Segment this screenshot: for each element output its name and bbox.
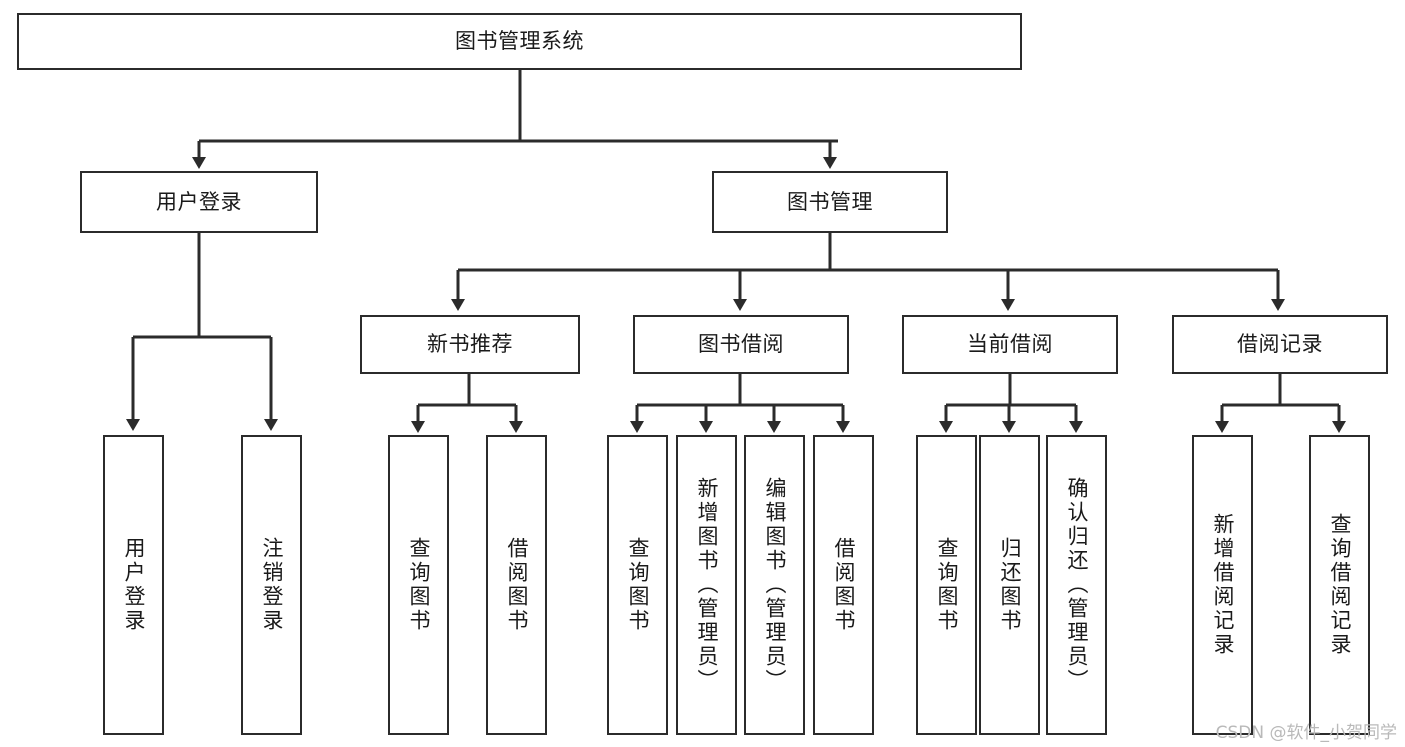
- node-label: 新增借阅记录: [1211, 513, 1235, 657]
- node-leaf-query-book-recommend[interactable]: 查询图书: [388, 435, 449, 735]
- node-leaf-borrow-book-recommend[interactable]: 借阅图书: [486, 435, 547, 735]
- node-leaf-borrow-book[interactable]: 借阅图书: [813, 435, 874, 735]
- node-label: 用户登录: [122, 537, 146, 633]
- watermark-csdn: CSDN @软件_小贺同学: [1215, 723, 1397, 743]
- node-leaf-query-book-borrow[interactable]: 查询图书: [607, 435, 668, 735]
- node-new-book-recommend[interactable]: 新书推荐: [360, 315, 580, 374]
- node-borrow-record[interactable]: 借阅记录: [1172, 315, 1388, 374]
- node-root-library-management-system[interactable]: 图书管理系统: [17, 13, 1022, 70]
- node-label: 图书管理: [787, 189, 873, 214]
- node-leaf-add-borrow-record[interactable]: 新增借阅记录: [1192, 435, 1253, 735]
- node-label: 查询图书: [626, 537, 650, 633]
- node-label: 用户登录: [156, 189, 242, 214]
- node-leaf-add-book-admin[interactable]: 新增图书（管理员）: [676, 435, 737, 735]
- node-label: 查询借阅记录: [1328, 513, 1352, 657]
- node-leaf-return-book[interactable]: 归还图书: [979, 435, 1040, 735]
- node-label: 归还图书: [998, 537, 1022, 633]
- node-label: 新书推荐: [427, 332, 513, 357]
- node-current-borrow[interactable]: 当前借阅: [902, 315, 1118, 374]
- node-label: 查询图书: [935, 537, 959, 633]
- node-label: 当前借阅: [967, 332, 1053, 357]
- node-leaf-user-login[interactable]: 用户登录: [103, 435, 164, 735]
- node-label: 借阅记录: [1237, 332, 1323, 357]
- node-book-management[interactable]: 图书管理: [712, 171, 948, 233]
- node-label: 新增图书（管理员）: [695, 477, 719, 693]
- node-label: 确认归还（管理员）: [1065, 477, 1089, 693]
- node-leaf-edit-book-admin[interactable]: 编辑图书（管理员）: [744, 435, 805, 735]
- node-label: 图书管理系统: [455, 29, 584, 54]
- node-user-login[interactable]: 用户登录: [80, 171, 318, 233]
- node-book-borrow[interactable]: 图书借阅: [633, 315, 849, 374]
- node-leaf-query-book-current[interactable]: 查询图书: [916, 435, 977, 735]
- node-label: 图书借阅: [698, 332, 784, 357]
- node-label: 注销登录: [260, 537, 284, 633]
- node-label: 借阅图书: [505, 537, 529, 633]
- node-leaf-query-borrow-record[interactable]: 查询借阅记录: [1309, 435, 1370, 735]
- node-label: 借阅图书: [832, 537, 856, 633]
- node-leaf-logout[interactable]: 注销登录: [241, 435, 302, 735]
- node-leaf-confirm-return-admin[interactable]: 确认归还（管理员）: [1046, 435, 1107, 735]
- node-label: 编辑图书（管理员）: [763, 477, 787, 693]
- node-label: 查询图书: [407, 537, 431, 633]
